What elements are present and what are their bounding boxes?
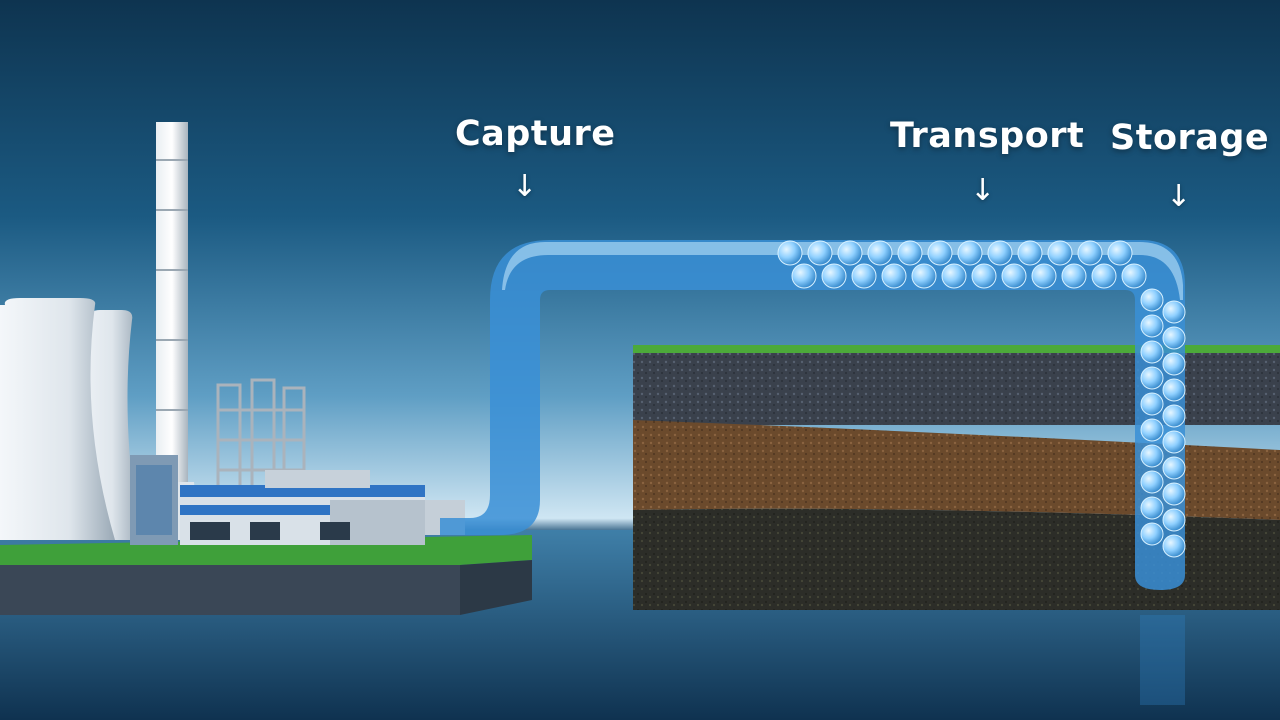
co2-bubble: [1047, 240, 1073, 266]
co2-bubble: [1121, 263, 1147, 289]
co2-bubble: [1162, 300, 1186, 324]
plant-platform: [0, 535, 532, 615]
down-arrow-icon: ↓: [970, 173, 996, 208]
co2-bubble: [1031, 263, 1057, 289]
co2-bubble: [777, 240, 803, 266]
plant-buildings: [130, 455, 465, 545]
co2-bubble: [1140, 314, 1164, 338]
co2-bubble: [881, 263, 907, 289]
cooling-towers: [0, 298, 140, 540]
pipe-reflection: [1140, 615, 1185, 705]
co2-bubble: [1162, 508, 1186, 532]
co2-bubble: [1162, 456, 1186, 480]
co2-bubble: [897, 240, 923, 266]
co2-bubble: [1162, 326, 1186, 350]
co2-bubble: [1091, 263, 1117, 289]
co2-bubble: [1162, 482, 1186, 506]
stage-label-capture: Capture: [455, 114, 616, 154]
co2-bubble: [1140, 340, 1164, 364]
co2-bubble: [987, 240, 1013, 266]
co2-bubble: [941, 263, 967, 289]
down-arrow-icon: ↓: [1166, 179, 1192, 214]
co2-bubble: [1077, 240, 1103, 266]
co2-bubble: [851, 263, 877, 289]
co2-bubble: [1140, 366, 1164, 390]
co2-bubble: [1140, 392, 1164, 416]
stage-label-storage: Storage: [1110, 118, 1270, 158]
stage-label-transport: Transport: [890, 116, 1085, 156]
co2-bubble: [1162, 378, 1186, 402]
co2-bubble: [867, 240, 893, 266]
down-arrow-icon: ↓: [512, 169, 538, 204]
co2-bubble: [1162, 534, 1186, 558]
co2-bubble: [1162, 404, 1186, 428]
co2-bubble: [791, 263, 817, 289]
co2-bubble: [1162, 430, 1186, 454]
co2-bubble: [927, 240, 953, 266]
co2-bubble: [1061, 263, 1087, 289]
co2-bubble: [1140, 444, 1164, 468]
co2-bubbles: [777, 240, 1186, 558]
co2-bubble: [1017, 240, 1043, 266]
co2-bubble: [821, 263, 847, 289]
co2-bubble: [1140, 418, 1164, 442]
co2-bubble: [1140, 288, 1164, 312]
co2-bubble: [1140, 522, 1164, 546]
co2-bubble: [911, 263, 937, 289]
co2-bubble: [957, 240, 983, 266]
co2-bubble: [1140, 470, 1164, 494]
co2-bubble: [1140, 496, 1164, 520]
co2-bubble: [1001, 263, 1027, 289]
co2-bubble: [971, 263, 997, 289]
co2-bubble: [837, 240, 863, 266]
co2-bubble: [807, 240, 833, 266]
co2-bubble: [1162, 352, 1186, 376]
co2-bubble: [1107, 240, 1133, 266]
